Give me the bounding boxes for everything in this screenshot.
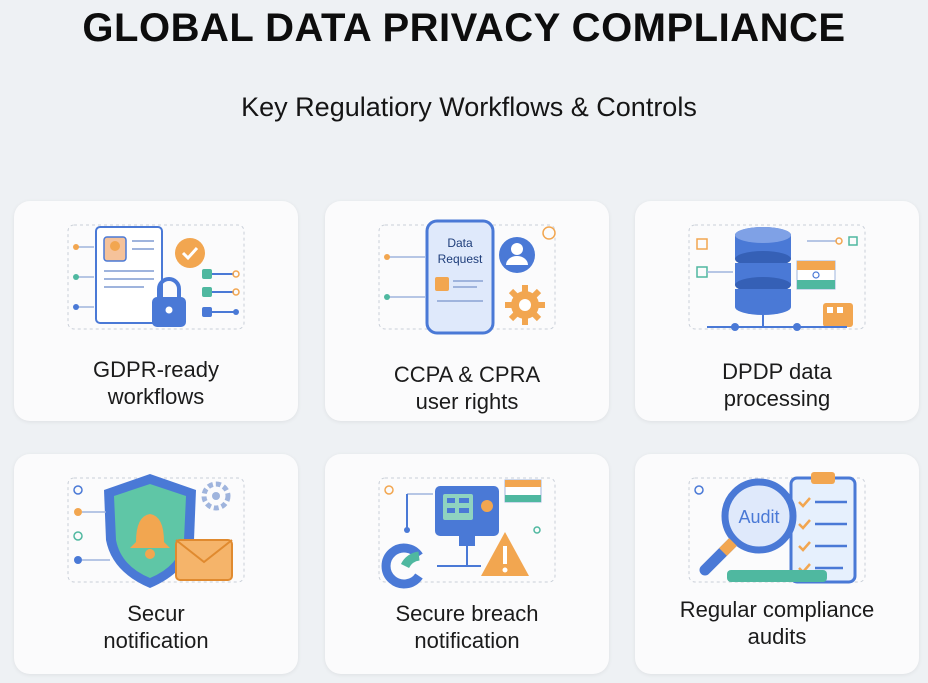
gdpr-document-lock-icon [67, 224, 245, 330]
database-flag-icon [688, 224, 866, 331]
card-label: GDPR-ready workflows [14, 356, 298, 410]
breach-alert-icon [378, 477, 556, 589]
card-ccpa-cpra-user-rights[interactable]: Data Request CCPA & CPRA user rights [325, 201, 609, 421]
card-label-line1: Regular compliance [679, 597, 875, 622]
card-label-line2: workflows [107, 384, 205, 409]
page-title: GLOBAL DATA PRIVACY COMPLIANCE [82, 6, 846, 50]
card-label: Regular compliance audits [635, 596, 919, 650]
shield-bell-icon [67, 474, 245, 588]
audit-magnifier-icon: Audit [688, 472, 866, 584]
card-secure-breach-notification[interactable]: Secure breach notification [325, 454, 609, 674]
data-request-phone-icon: Data Request [378, 219, 556, 335]
card-label-line1: GDPR-ready [93, 357, 219, 382]
card-label: CCPA & CPRA user rights [325, 361, 609, 415]
card-label-line2: notification [103, 628, 209, 653]
card-label: DPDP data processing [635, 358, 919, 412]
phone-text-data: Data [447, 236, 473, 250]
card-label-line2: notification [414, 628, 520, 653]
card-label-line2: audits [747, 624, 807, 649]
phone-text-request: Request [438, 252, 483, 266]
audit-text: Audit [738, 507, 779, 527]
card-label: Secur notification [14, 600, 298, 654]
card-label-line1: DPDP data [722, 359, 832, 384]
card-secur-notification[interactable]: Secur notification [14, 454, 298, 674]
card-label-line2: processing [723, 386, 831, 411]
card-dpdp-data-processing[interactable]: DPDP data processing [635, 201, 919, 421]
card-label-line1: Secur [127, 601, 185, 626]
card-regular-compliance-audits[interactable]: Audit Regular compliance audits [635, 454, 919, 674]
card-label-line1: Secure breach [395, 601, 539, 626]
card-label-line2: user rights [415, 389, 519, 414]
card-gdpr-workflows[interactable]: GDPR-ready workflows [14, 201, 298, 421]
card-label-line1: CCPA & CPRA [393, 362, 541, 387]
card-label: Secure breach notification [325, 600, 609, 654]
page-subtitle: Key Regulatiory Workflows & Controls [241, 92, 697, 122]
